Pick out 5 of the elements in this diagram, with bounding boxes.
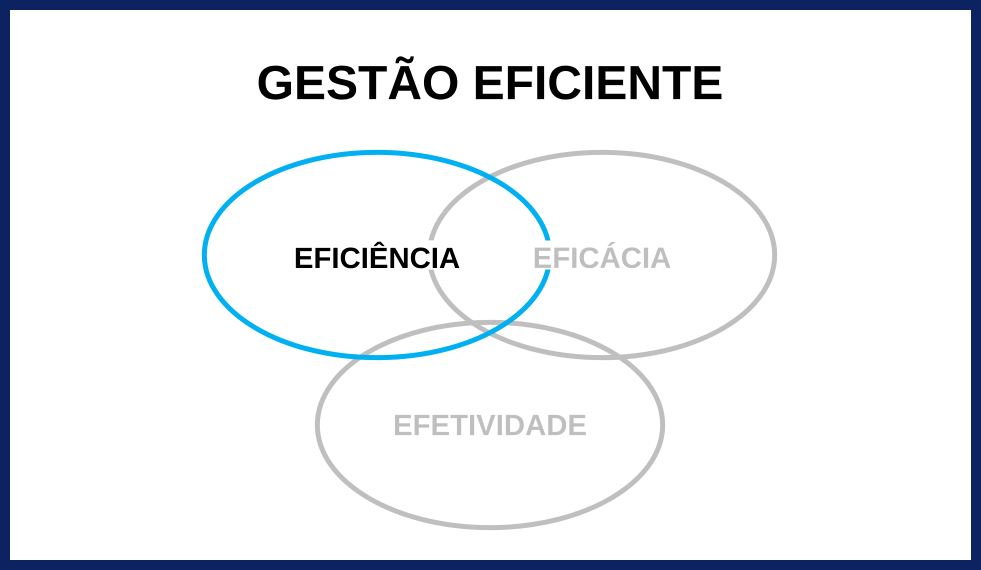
ellipse-label: EFETIVIDADE (392, 414, 588, 436)
ellipse-label: EFICIÊNCIA (292, 240, 462, 270)
venn-ellipse (314, 320, 666, 530)
ellipse-label: EFICÁCIA (531, 240, 673, 270)
title: GESTÃO EFICIENTE (258, 56, 722, 100)
